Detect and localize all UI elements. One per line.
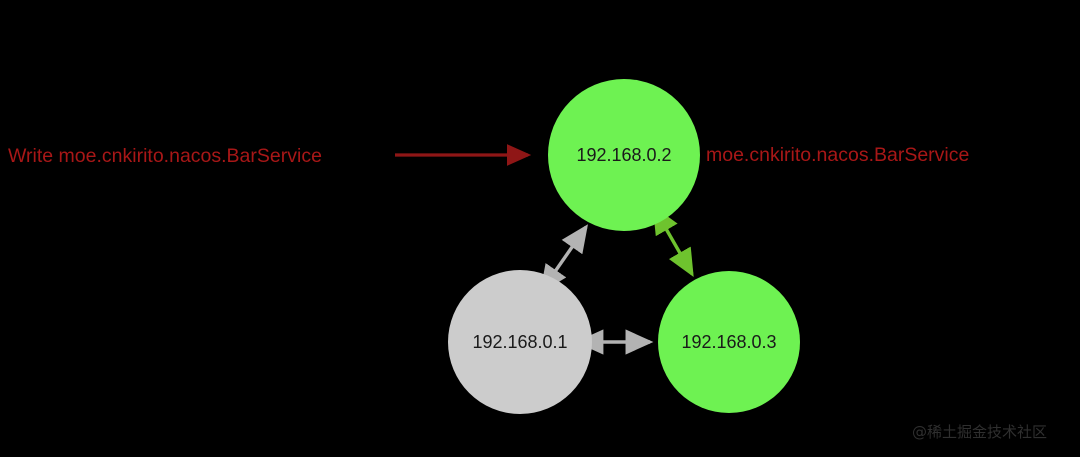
node-192-168-0-1[interactable]: 192.168.0.1 bbox=[448, 270, 592, 414]
service-name-label: moe.cnkirito.nacos.BarService bbox=[706, 144, 969, 166]
node-circle-192-168-0-3[interactable] bbox=[658, 271, 800, 413]
node-circle-192-168-0-1[interactable] bbox=[448, 270, 592, 414]
node-label-192-168-0-3: 192.168.0.3 bbox=[681, 332, 776, 352]
node-circle-192-168-0-2[interactable] bbox=[548, 79, 700, 231]
edge-node2-node3 bbox=[652, 205, 694, 277]
node-label-192-168-0-1: 192.168.0.1 bbox=[472, 332, 567, 352]
write-request-label: Write moe.cnkirito.nacos.BarService bbox=[8, 145, 322, 167]
watermark-label: @稀土掘金技术社区 bbox=[912, 423, 1047, 441]
node-192-168-0-3[interactable]: 192.168.0.3 bbox=[658, 271, 800, 413]
edge-node1-node2 bbox=[540, 224, 588, 294]
node-label-192-168-0-2: 192.168.0.2 bbox=[576, 145, 671, 165]
node-192-168-0-2[interactable]: 192.168.0.2 bbox=[548, 79, 700, 231]
